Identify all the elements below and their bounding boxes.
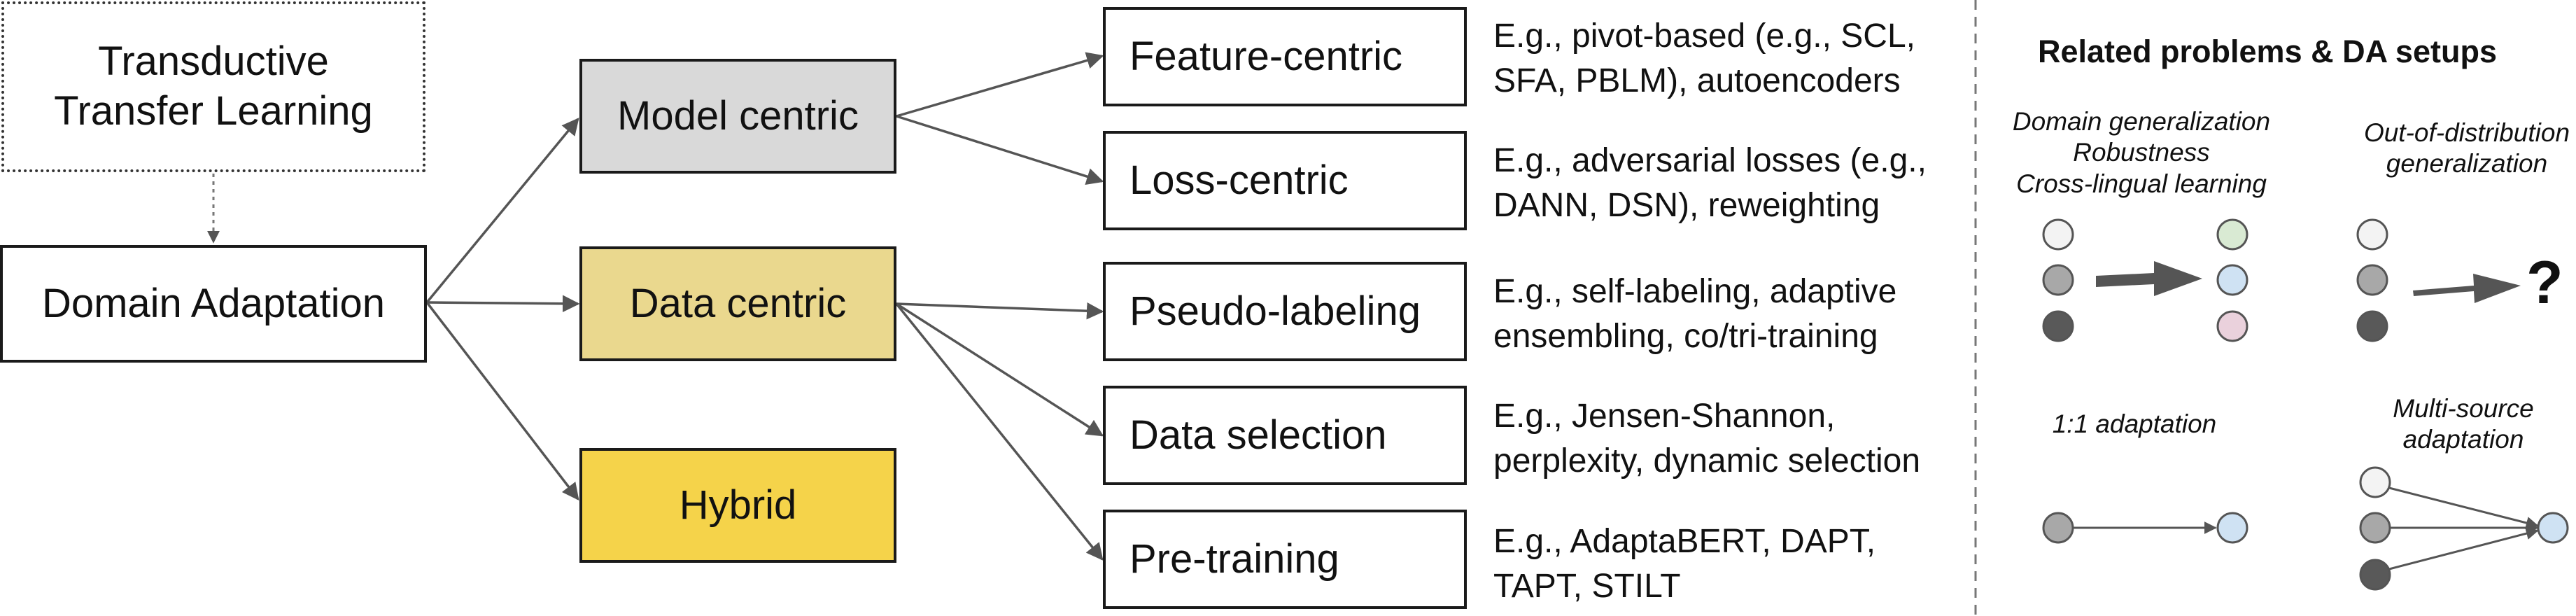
multi-source-arrow-3 (2388, 527, 2539, 570)
multi-source-graphic (2359, 466, 2569, 591)
dg-target-node-green (2216, 218, 2248, 251)
ood-generalization-graphic (2356, 218, 2521, 342)
one-to-one-adaptation-label: 1:1 adaptation (2052, 410, 2217, 438)
transductive-transfer-learning-box: Transductive Transfer Learning (1, 1, 425, 172)
data-to-pretraining-arrow (895, 302, 1104, 561)
multi-source-adaptation-label: Multi-source adaptation (2393, 394, 2534, 454)
hybrid-box: Hybrid (579, 448, 896, 563)
dg-source-node-light (2042, 218, 2074, 251)
loss-centric-box: Loss-centric (1103, 131, 1467, 230)
da-to-data-arrow (426, 295, 580, 313)
domain-generalization-label: Domain generalization Robustness Cross-l… (2012, 107, 2271, 198)
pre-training-examples: E.g., AdaptaBERT, DAPT, TAPT, STILT (1493, 523, 1876, 605)
data-to-pseudo-arrow (896, 302, 1104, 320)
ood-thick-arrow (2413, 274, 2521, 303)
pseudo-labeling-examples: E.g., self-labeling, adaptive ensembling… (1493, 273, 1897, 355)
dg-target-node-pink (2216, 310, 2248, 342)
domain-adaptation-box: Domain Adaptation (0, 245, 427, 363)
model-centric-box: Model centric (579, 59, 896, 174)
multi-source-node-dark (2359, 559, 2391, 591)
multi-source-arrow-1 (2388, 486, 2539, 529)
related-section-title: Related problems & DA setups (2038, 34, 2497, 69)
da-to-model-arrow (425, 118, 579, 304)
domain-generalization-graphic (2042, 218, 2248, 342)
model-to-loss-arrow (896, 115, 1104, 186)
data-centric-box: Data centric (579, 246, 896, 361)
da-to-hybrid-arrow (425, 301, 579, 500)
ood-source-node-dark (2356, 310, 2388, 342)
feature-centric-box: Feature-centric (1103, 7, 1467, 106)
dg-source-node-mid (2042, 264, 2074, 296)
multi-source-node-light (2359, 466, 2391, 498)
multi-source-node-mid (2359, 512, 2391, 544)
feature-centric-examples: E.g., pivot-based (e.g., SCL, SFA, PBLM)… (1493, 18, 1915, 99)
dg-source-node-dark (2042, 310, 2074, 342)
model-to-feature-arrow (896, 52, 1104, 118)
data-selection-examples: E.g., Jensen-Shannon, perplexity, dynami… (1493, 398, 1921, 479)
unknown-target-mark: ? (2526, 249, 2563, 316)
dg-target-node-blue (2216, 264, 2248, 296)
pre-training-box: Pre-training (1103, 510, 1467, 609)
pseudo-labeling-box: Pseudo-labeling (1103, 262, 1467, 361)
ood-source-node-mid (2356, 264, 2388, 296)
one-to-one-graphic (2042, 512, 2248, 544)
one-to-one-target-node (2216, 512, 2248, 544)
one-to-one-source-node (2042, 512, 2074, 544)
data-selection-box: Data selection (1103, 386, 1467, 485)
dg-thick-arrow (2096, 261, 2202, 296)
multi-source-target-node (2537, 512, 2569, 544)
loss-centric-examples: E.g., adversarial losses (e.g., DANN, DS… (1493, 142, 1927, 224)
data-to-selection-arrow (896, 302, 1104, 437)
ood-source-node-light (2356, 218, 2388, 251)
ood-generalization-label: Out-of-distribution generalization (2363, 118, 2570, 178)
